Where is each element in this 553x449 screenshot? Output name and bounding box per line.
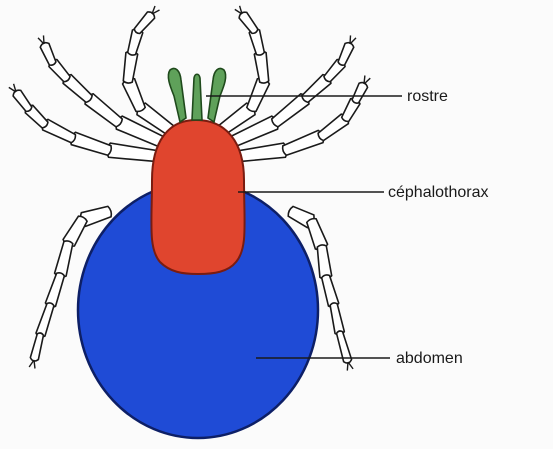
label-cephalothorax: céphalothorax [388,184,489,201]
label-rostre: rostre [407,88,448,105]
hypostome [192,74,202,120]
label-abdomen: abdomen [396,350,463,367]
cephalothorax-shape [151,120,244,274]
